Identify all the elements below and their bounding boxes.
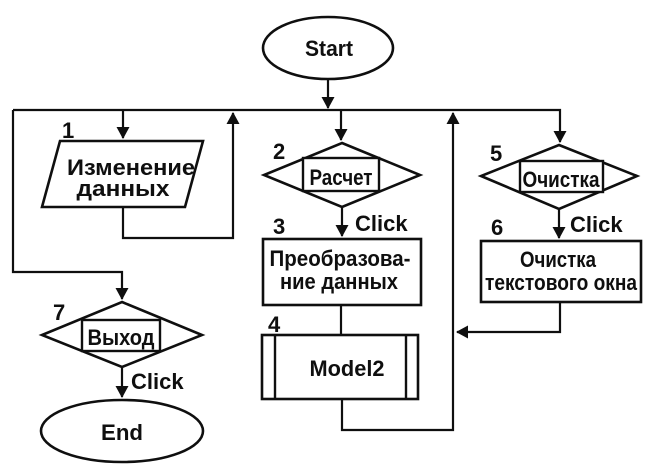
end-ellipse (39, 398, 205, 464)
start-ellipse (261, 15, 395, 81)
clear-label: Очистка (523, 167, 601, 192)
exit-decision-node: 7 Выход Click (38, 300, 206, 394)
calc-decision-node: 2 Расчет Click (260, 139, 424, 236)
change-data-parallelogram (40, 139, 205, 209)
clear-text-rect (479, 239, 643, 304)
clear-inner-rect (518, 159, 605, 194)
end-node: End (39, 398, 205, 464)
clear-text-label-line1: Очистка (520, 247, 597, 272)
clear-text-node: 6 Очистка текстового окна (479, 215, 643, 304)
exit-click-label: Click (131, 369, 184, 394)
model2-label: Model2 (310, 356, 385, 381)
step-number-1: 1 (62, 118, 74, 143)
edge-change-data-return-loop (121, 112, 240, 240)
calc-click-label: Click (355, 211, 408, 236)
edge-clear-text-return-loop (456, 302, 562, 339)
start-label: Start (305, 36, 354, 61)
transform-label-line2: ние данных (280, 269, 399, 294)
model2-rect (260, 333, 420, 401)
model2-node: 4 Model2 (260, 312, 420, 401)
change-data-label-line1: Изменение (67, 155, 195, 180)
step-number-5: 5 (490, 141, 502, 166)
end-label: End (101, 420, 143, 445)
calc-inner-rect (301, 156, 381, 193)
start-node: Start (261, 15, 395, 81)
step-number-3: 3 (273, 214, 285, 239)
edge-eventloop-to-clear-decision (13, 108, 567, 143)
step-number-6: 6 (491, 215, 503, 240)
transform-label-line1: Преобразова- (270, 246, 411, 271)
step-number-4: 4 (268, 312, 281, 337)
step-number-7: 7 (53, 300, 65, 325)
exit-label: Выход (88, 325, 155, 350)
transform-rect (261, 237, 423, 307)
exit-inner-rect (80, 318, 162, 353)
edge-model2-return-loop (340, 112, 460, 432)
calc-label: Расчет (310, 165, 373, 190)
clear-click-label: Click (570, 212, 623, 237)
clear-decision-node: 5 Очистка Click (477, 141, 641, 237)
change-data-node: 1 Изменение данных (40, 118, 205, 209)
clear-text-label-line2: текстового окна (485, 270, 638, 295)
change-data-label-line2: данных (77, 176, 171, 201)
transform-node: 3 Преобразова- ние данных (261, 214, 423, 307)
edge-eventloop-to-exit-decision (11, 110, 129, 300)
step-number-2: 2 (273, 139, 285, 164)
